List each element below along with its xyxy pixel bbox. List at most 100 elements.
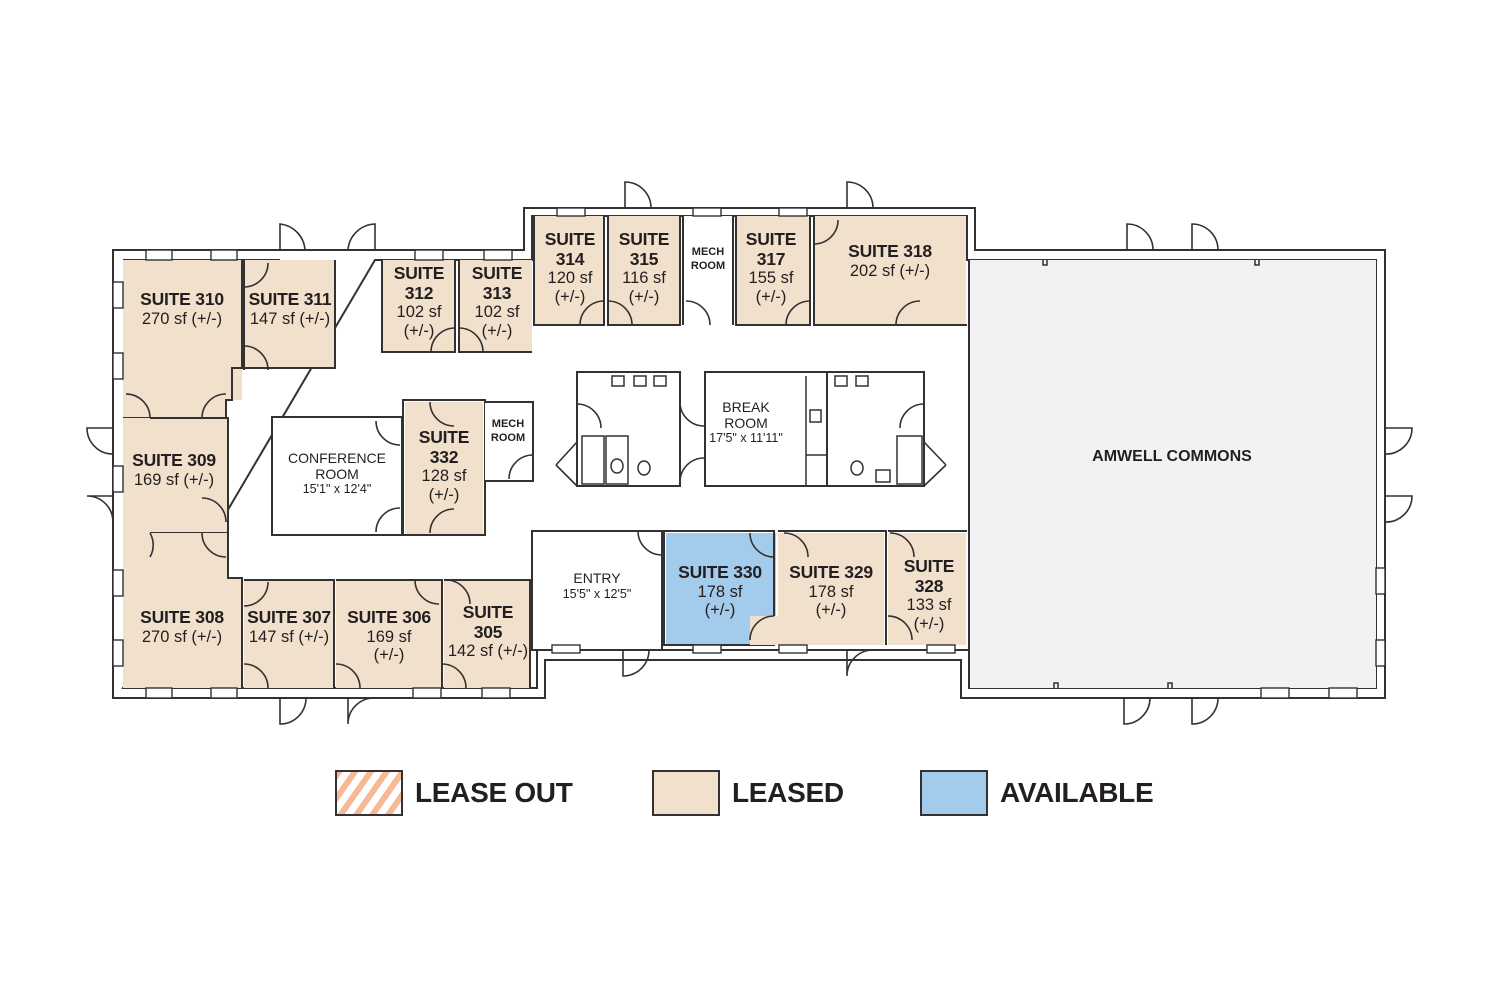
suite-308-name: SUITE 308 <box>140 607 224 627</box>
entry-dims: 15'5" x 12'5" <box>562 586 632 601</box>
entry-label: ENTRY 15'5" x 12'5" <box>562 570 632 601</box>
conference-room-l1: CONFERENCE <box>287 450 387 466</box>
available-swatch <box>920 770 988 816</box>
suite-318-area: 202 sf (+/-) <box>849 261 931 280</box>
suite-314-room[interactable] <box>533 216 605 326</box>
suite-328-area-l2: (+/-) <box>913 614 945 633</box>
suite-318-name: SUITE 318 <box>848 241 932 261</box>
suite-311-room[interactable] <box>243 260 336 370</box>
break-room-label: BREAK ROOM 17'5" x 11'11" <box>709 399 783 446</box>
suite-315-room[interactable] <box>607 216 681 326</box>
suite-317-name-l2: 317 <box>756 248 786 269</box>
suite-315-name-l1: SUITE <box>618 229 670 249</box>
suite-330-area-l2: (+/-) <box>704 601 736 620</box>
break-room[interactable] <box>704 371 828 487</box>
suite-315-area-l1: 116 sf <box>622 269 666 288</box>
suite-306-name: SUITE 306 <box>347 607 431 627</box>
suite-329-label: SUITE 329 178 sf (+/-) <box>789 562 873 620</box>
mech-room-mid-l1: MECH <box>491 418 525 430</box>
suite-314-area-l2: (+/-) <box>554 287 586 306</box>
entry-l1: ENTRY <box>573 570 621 586</box>
restroom-left[interactable] <box>576 371 681 487</box>
suite-330-label: SUITE 330 178 sf (+/-) <box>678 562 762 620</box>
suite-308-room[interactable] <box>123 533 243 688</box>
conference-room[interactable] <box>271 416 403 536</box>
mech-room-top-l2: ROOM <box>690 260 726 273</box>
break-room-dims: 17'5" x 11'11" <box>709 431 783 446</box>
mech-room-top-label: MECH ROOM <box>691 245 725 274</box>
suite-308-label: SUITE 308 270 sf (+/-) <box>140 607 224 646</box>
suite-317-label: SUITE 317 155 sf (+/-) <box>745 229 797 306</box>
suite-309-room[interactable] <box>123 417 229 534</box>
legend-item-leased: LEASED <box>652 770 844 816</box>
suite-330-name: SUITE 330 <box>678 562 762 582</box>
suite-317-room[interactable] <box>735 216 811 326</box>
restroom-right[interactable] <box>826 371 925 487</box>
suite-305-name-l1: SUITE <box>462 602 514 622</box>
suite-312-name-l2: 312 <box>404 282 434 303</box>
suite-315-label: SUITE 315 116 sf (+/-) <box>618 229 670 306</box>
break-room-l1: BREAK <box>722 399 770 415</box>
door-swings <box>86 181 1413 725</box>
suite-329-area-l2: (+/-) <box>815 601 847 620</box>
suite-328-room[interactable] <box>888 530 967 645</box>
suite-306-area-l1: 169 sf <box>366 627 412 646</box>
suite-328-name-l1: SUITE <box>903 556 955 576</box>
suite-332-name-l1: SUITE <box>418 427 470 447</box>
suite-311-name: SUITE 311 <box>248 289 332 309</box>
mech-room-top[interactable] <box>682 216 734 325</box>
suite-313-area-l2: (+/-) <box>481 321 513 340</box>
suite-317-area-l2: (+/-) <box>755 287 787 306</box>
suite-305-area: 142 sf (+/-) <box>447 642 529 661</box>
suite-314-area-l1: 120 sf <box>547 269 593 288</box>
suite-318-room[interactable] <box>813 216 967 326</box>
suite-307-label: SUITE 307 147 sf (+/-) <box>247 607 331 646</box>
suite-309-area: 169 sf (+/-) <box>133 470 215 489</box>
suite-313-name-l1: SUITE <box>471 263 523 283</box>
suite-332-area-l2: (+/-) <box>428 485 460 504</box>
suite-305-name-l2: 305 <box>473 621 503 642</box>
suite-311-area: 147 sf (+/-) <box>249 309 331 328</box>
suite-314-label: SUITE 314 120 sf (+/-) <box>544 229 596 306</box>
suite-310-area: 270 sf (+/-) <box>141 309 223 328</box>
suite-314-name-l1: SUITE <box>544 229 596 249</box>
suite-329-area-l1: 178 sf <box>808 582 854 601</box>
suite-329-room[interactable] <box>750 530 887 645</box>
suite-318-label: SUITE 318 202 sf (+/-) <box>848 241 932 280</box>
suite-310-label: SUITE 310 270 sf (+/-) <box>140 289 224 328</box>
suite-332-label: SUITE 332 128 sf (+/-) <box>418 427 470 504</box>
suite-313-room[interactable] <box>458 260 532 353</box>
suite-306-area-l2: (+/-) <box>373 646 405 665</box>
suite-328-label: SUITE 328 133 sf (+/-) <box>903 556 955 633</box>
suite-311-label: SUITE 311 147 sf (+/-) <box>248 289 332 328</box>
entry-room[interactable] <box>531 530 663 651</box>
suite-312-area-l1: 102 sf <box>396 303 442 322</box>
suite-307-name: SUITE 307 <box>247 607 331 627</box>
leased-swatch <box>652 770 720 816</box>
suite-313-area-l1: 102 sf <box>474 303 520 322</box>
mech-room-top-l1: MECH <box>691 246 725 258</box>
lease-out-swatch <box>335 770 403 816</box>
suite-308-area: 270 sf (+/-) <box>141 627 223 646</box>
suite-315-name-l2: 315 <box>629 248 659 269</box>
legend: LEASE OUT LEASED AVAILABLE <box>0 770 1500 820</box>
suite-310-name: SUITE 310 <box>140 289 224 309</box>
suite-313-label: SUITE 313 102 sf (+/-) <box>471 263 523 340</box>
suite-307-area: 147 sf (+/-) <box>248 627 330 646</box>
suite-312-room[interactable] <box>381 260 456 353</box>
suite-314-name-l2: 314 <box>555 248 585 269</box>
amwell-commons-area[interactable] <box>968 260 1376 688</box>
conference-room-l2: ROOM <box>315 465 359 482</box>
suite-306-label: SUITE 306 169 sf (+/-) <box>347 607 431 665</box>
mech-room-mid[interactable] <box>485 401 534 482</box>
legend-label-available: AVAILABLE <box>1000 777 1154 808</box>
suite-312-label: SUITE 312 102 sf (+/-) <box>394 263 445 340</box>
suite-328-area-l1: 133 sf <box>906 596 952 615</box>
suite-329-name: SUITE 329 <box>789 562 873 582</box>
amwell-commons-label: AMWELL COMMONS <box>1092 448 1252 466</box>
suite-328-name-l2: 328 <box>914 575 944 596</box>
suite-307-room[interactable] <box>244 579 335 688</box>
suite-317-name-l1: SUITE <box>745 229 797 249</box>
mech-room-mid-l2: ROOM <box>490 432 526 445</box>
